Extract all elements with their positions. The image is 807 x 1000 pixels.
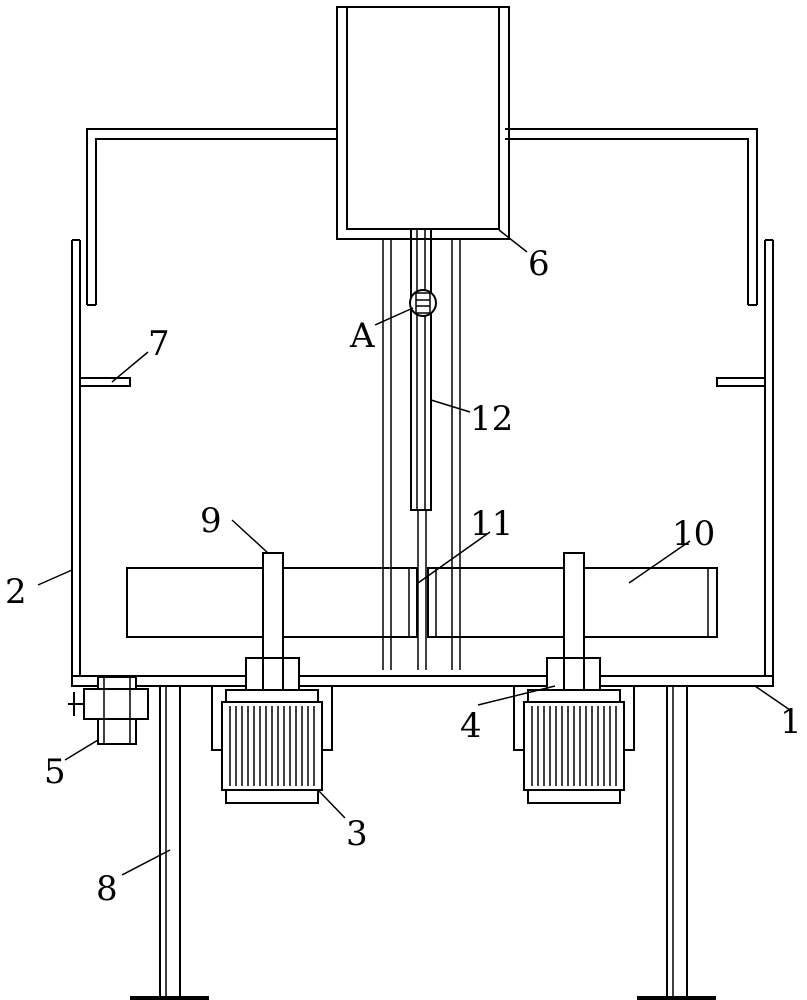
label-7: 7 <box>148 324 170 364</box>
detail-a-marker <box>409 289 437 317</box>
label-12: 12 <box>470 399 513 439</box>
label-1: 1 <box>780 702 802 742</box>
leg <box>159 685 688 1000</box>
rod <box>410 228 432 511</box>
paddle <box>126 567 718 638</box>
left-motor-fins <box>229 706 315 786</box>
label-11: 11 <box>470 504 513 544</box>
lid-frame <box>86 128 758 306</box>
label-8: 8 <box>96 869 118 909</box>
center-guide <box>382 239 461 670</box>
labels: 1 2 3 4 5 6 7 8 9 10 11 12 A <box>5 244 802 909</box>
label-a: A <box>349 316 375 356</box>
leg-feet <box>130 996 716 1000</box>
valve <box>68 676 149 745</box>
leader-lines <box>37 229 791 876</box>
hopper <box>336 6 510 240</box>
label-9: 9 <box>200 501 222 541</box>
base-plate <box>71 675 774 687</box>
baffle <box>79 377 766 387</box>
label-3: 3 <box>346 814 368 854</box>
tank-wall <box>71 239 774 676</box>
label-4: 4 <box>460 706 482 746</box>
left-drive <box>211 552 333 804</box>
label-10: 10 <box>672 514 715 554</box>
label-2: 2 <box>5 572 27 612</box>
right-motor-fins <box>531 706 617 786</box>
label-6: 6 <box>528 244 550 284</box>
label-5: 5 <box>44 752 66 792</box>
center-tube <box>417 510 427 670</box>
